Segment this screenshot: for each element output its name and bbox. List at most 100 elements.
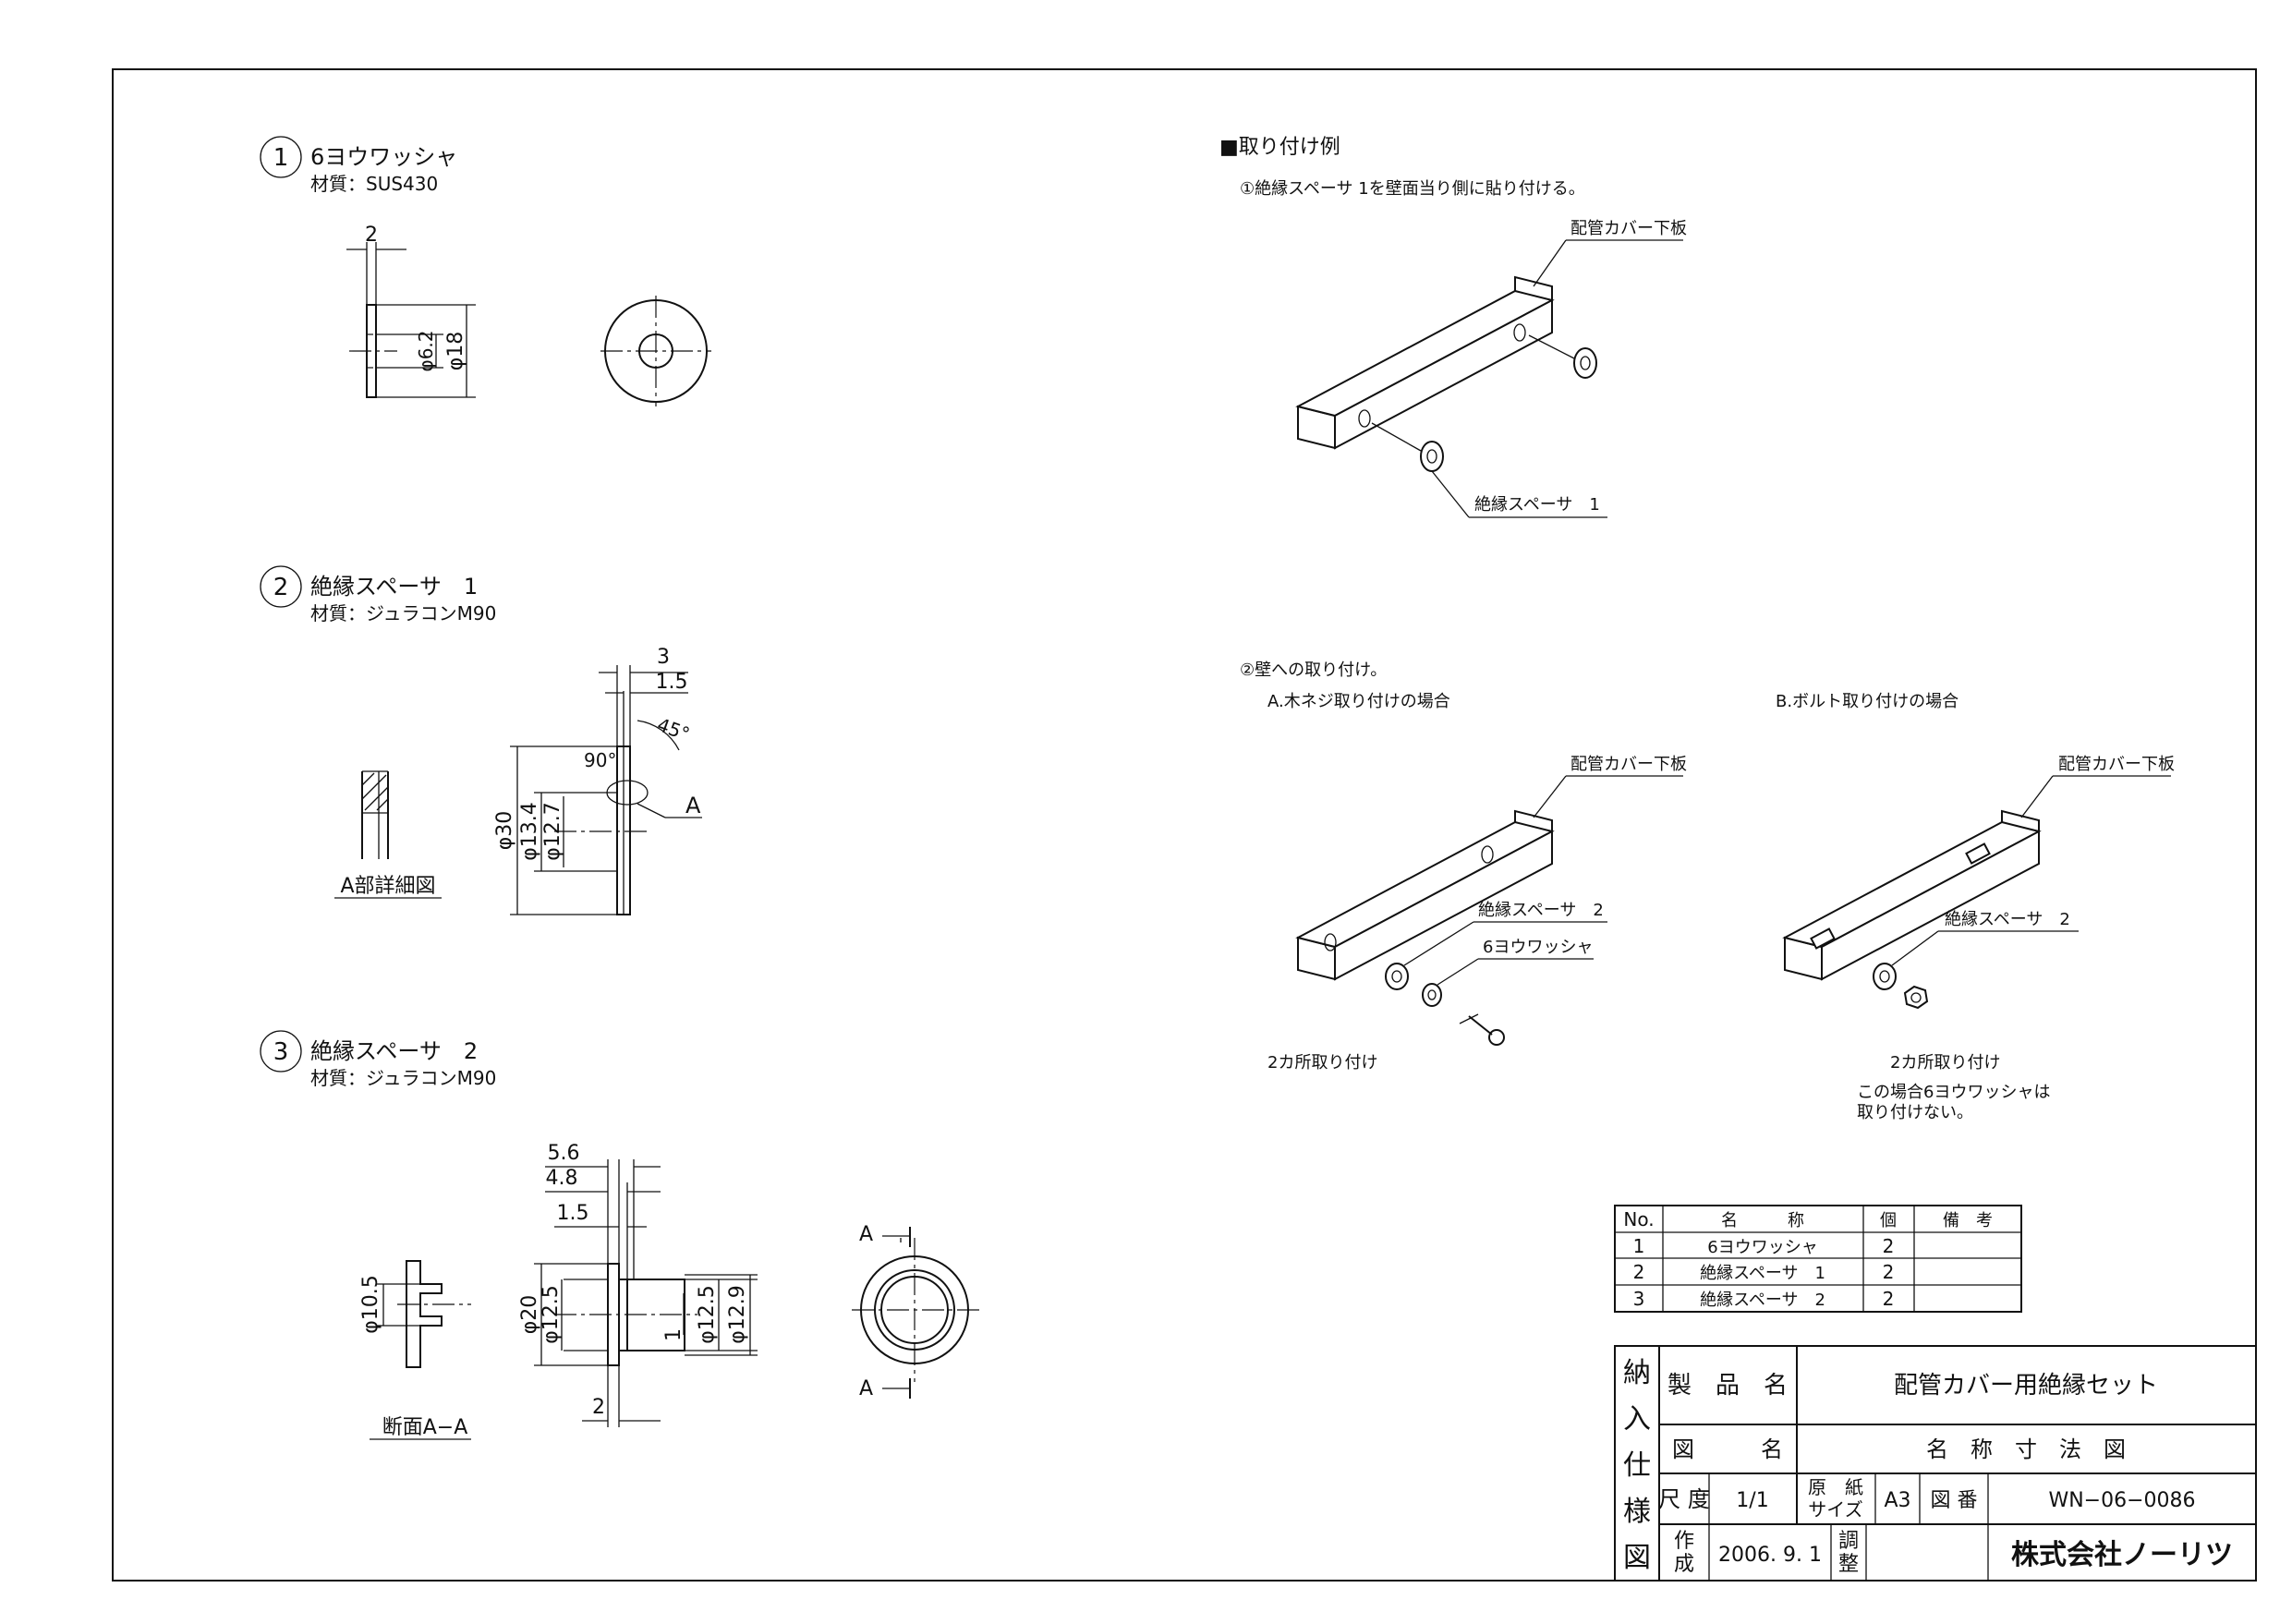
paper-size-label-1: 原 紙 — [1808, 1476, 1863, 1498]
part-3-dia-105: φ10.5 — [359, 1275, 382, 1334]
drawing-name-value: 名 称 寸 法 図 — [1926, 1436, 2126, 1462]
illustration-case-a: 配管カバー下板 絶縁スペーサ 2 6ヨウワッシャ 2カ所取り付け — [1267, 755, 1687, 1073]
part-1-material: 材質：SUS430 — [310, 173, 438, 195]
label-spacer-2-b: 絶縁スペーサ 2 — [1945, 910, 2070, 929]
scale-value: 1/1 — [1736, 1489, 1768, 1512]
label-plate-a: 配管カバー下板 — [1570, 755, 1687, 774]
part-3-len-2: 2 — [592, 1396, 605, 1419]
part-3-spacer-2: 3 絶縁スペーサ 2 材質：ジュラコンM90 φ10.5 断面A−A — [260, 1030, 979, 1440]
part-3-len-48: 4.8 — [546, 1167, 578, 1190]
part-1-washer: 1 6ヨウワッシャ 材質：SUS430 2 φ6.2 φ18 — [260, 136, 711, 406]
part-2-dia-127: φ12.7 — [541, 802, 564, 861]
table-row-3-qty: 2 — [1883, 1288, 1895, 1310]
part-2-thickness-dim: 3 — [657, 646, 670, 669]
part-2-angle-90: 90° — [584, 749, 616, 771]
part-2-spacer-1: 2 絶縁スペーサ 1 材質：ジュラコンM90 A部詳細図 3 — [260, 565, 702, 915]
table-row-1-qty: 2 — [1883, 1235, 1895, 1257]
part-2-step-dim: 1.5 — [656, 671, 688, 694]
part-2-dia-30: φ30 — [493, 811, 516, 851]
note-b-line-2: 取り付けない。 — [1857, 1103, 1973, 1122]
note-two-places-b: 2カ所取り付け — [1890, 1053, 2000, 1073]
part-1-name: 6ヨウワッシャ — [310, 144, 457, 170]
title-block: 納 入 仕 様 図 製 品 名 配管カバー用絶縁セット 図 名 名 称 寸 法 … — [1614, 1345, 2257, 1582]
vertical-label-2: 入 — [1623, 1403, 1651, 1436]
label-spacer-2-a: 絶縁スペーサ 2 — [1478, 901, 1604, 920]
drawing-name-label: 図 名 — [1672, 1436, 1783, 1462]
part-1-thickness-dim: 2 — [365, 224, 378, 247]
created-label-1: 作 — [1674, 1530, 1694, 1553]
vertical-label-1: 納 — [1623, 1357, 1651, 1389]
table-row-1-no: 1 — [1633, 1235, 1645, 1257]
part-3-dia-129: φ12.9 — [726, 1285, 749, 1344]
case-a-title: A.木ネジ取り付けの場合 — [1267, 692, 1450, 711]
created-date: 2006. 9. 1 — [1718, 1544, 1822, 1567]
drawing-number-value: WN−06−0086 — [2048, 1489, 2195, 1512]
part-3-section-aa: φ10.5 断面A−A — [359, 1260, 471, 1440]
label-plate-1: 配管カバー下板 — [1570, 219, 1687, 238]
vertical-label-5: 図 — [1623, 1542, 1651, 1574]
part-1-outer-dia: φ18 — [444, 332, 467, 371]
installation-example: ■取り付け例 ①絶縁スペーサ 1を壁面当り側に貼り付ける。 配管カバー下板 絶縁… — [1219, 136, 2175, 1122]
part-3-name: 絶縁スペーサ 2 — [310, 1038, 478, 1064]
part-2-dia-134: φ13.4 — [518, 802, 541, 861]
part-2-material: 材質：ジュラコンM90 — [310, 602, 496, 624]
note-two-places-a: 2カ所取り付け — [1267, 1053, 1377, 1073]
vertical-label-4: 様 — [1623, 1496, 1651, 1528]
company-name: 株式会社ノーリツ — [2011, 1539, 2233, 1571]
drawing-number-label: 図 番 — [1931, 1489, 1978, 1512]
part-3-dia-20: φ20 — [518, 1295, 541, 1335]
table-row-2-name: 絶縁スペーサ 1 — [1700, 1264, 1825, 1283]
part-2-detail-mark: A — [685, 793, 701, 818]
part-2-angle-45: 45° — [654, 713, 693, 745]
label-spacer-1: 絶縁スペーサ 1 — [1474, 495, 1600, 515]
example-step-2: ②壁への取り付け。 — [1240, 661, 1387, 680]
paper-size-value: A3 — [1884, 1489, 1910, 1512]
parts-table: No. 名 称 個 備 考 1 6ヨウワッシャ 2 2 絶縁スペーサ 1 2 3… — [1614, 1205, 2022, 1313]
part-2-number: 2 — [273, 574, 289, 601]
part-3-number: 3 — [273, 1038, 289, 1066]
adjust-label-2: 整 — [1838, 1553, 1859, 1576]
vertical-label-3: 仕 — [1623, 1449, 1651, 1482]
part-2-detail-a: A部詳細図 — [334, 770, 442, 899]
product-name-value: 配管カバー用絶縁セット — [1894, 1372, 2158, 1400]
sheet-border — [112, 68, 2257, 1582]
part-3-len-15: 1.5 — [557, 1202, 589, 1225]
example-heading: ■取り付け例 — [1219, 136, 1340, 159]
part-1-number-circle — [260, 136, 302, 178]
part-2-name: 絶縁スペーサ 1 — [310, 574, 478, 600]
label-plate-b: 配管カバー下板 — [2058, 755, 2175, 774]
scale-label: 尺 度 — [1658, 1486, 1710, 1512]
table-header-remarks: 備 考 — [1943, 1211, 1993, 1230]
paper-size-label-2: サイズ — [1808, 1498, 1862, 1521]
table-row-2-no: 2 — [1633, 1261, 1645, 1283]
part-3-dia-125-left: φ12.5 — [540, 1285, 563, 1344]
case-b-title: B.ボルト取り付けの場合 — [1776, 692, 1959, 711]
label-washer-a: 6ヨウワッシャ — [1483, 938, 1593, 957]
part-3-dia-125-right: φ12.5 — [696, 1285, 719, 1344]
part-1-number: 1 — [273, 144, 289, 172]
part-3-dim-1: 1 — [662, 1328, 685, 1341]
example-step-1: ①絶縁スペーサ 1を壁面当り側に貼り付ける。 — [1240, 179, 1585, 199]
created-label-2: 成 — [1674, 1553, 1694, 1576]
table-row-2-qty: 2 — [1883, 1261, 1895, 1283]
note-b-line-1: この場合6ヨウワッシャは — [1857, 1083, 2050, 1102]
illustration-step-1: 配管カバー下板 絶縁スペーサ 1 — [1295, 219, 1687, 518]
part-1-inner-dia: φ6.2 — [415, 331, 437, 372]
illustration-case-b: 配管カバー下板 絶縁スペーサ 2 2カ所取り付け この場合6ヨウワッシャは 取り… — [1782, 755, 2175, 1122]
part-3-material: 材質：ジュラコンM90 — [310, 1067, 496, 1089]
table-header-qty: 個 — [1880, 1211, 1897, 1230]
detail-a-caption: A部詳細図 — [340, 875, 435, 898]
section-aa-caption: 断面A−A — [382, 1416, 468, 1439]
table-row-3-name: 絶縁スペーサ 2 — [1700, 1291, 1825, 1310]
adjust-label-1: 調 — [1838, 1530, 1859, 1553]
table-row-1-name: 6ヨウワッシャ — [1707, 1238, 1817, 1257]
part-3-len-56: 5.6 — [548, 1142, 580, 1165]
section-mark-a-top: A — [859, 1223, 873, 1246]
table-header-name: 名 称 — [1721, 1211, 1804, 1230]
table-header-no: No. — [1623, 1208, 1654, 1230]
table-row-3-no: 3 — [1633, 1288, 1645, 1310]
section-mark-a-bottom: A — [859, 1377, 873, 1400]
product-name-label: 製 品 名 — [1667, 1372, 1788, 1400]
